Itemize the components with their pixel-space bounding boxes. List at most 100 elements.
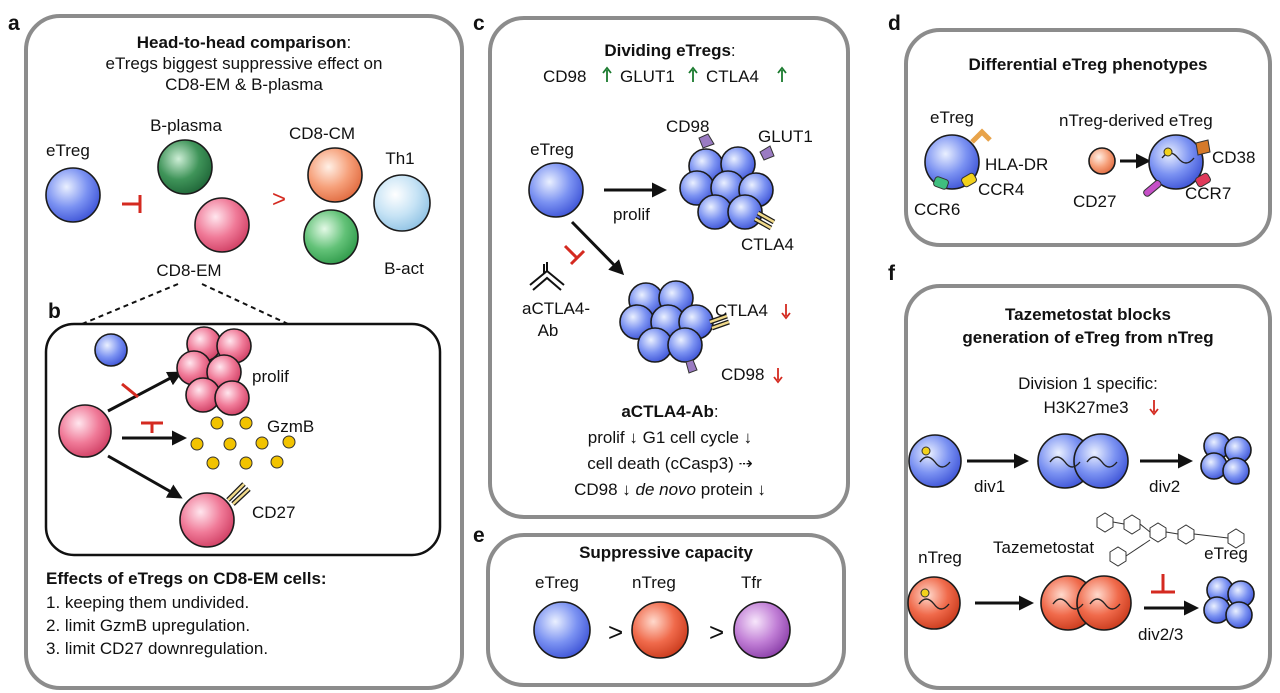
marker-cd98-up: CD98 bbox=[543, 67, 586, 86]
label-prolif-c: prolif bbox=[613, 205, 650, 224]
label-etreg-a: eTreg bbox=[46, 141, 90, 160]
greater-than-a: > bbox=[272, 186, 286, 213]
gt-e-2: > bbox=[709, 617, 724, 647]
etreg-cell-a bbox=[45, 167, 101, 223]
label-tazemetostat: Tazemetostat bbox=[993, 538, 1094, 557]
down-arrows-red bbox=[773, 304, 791, 384]
ccr7-receptor bbox=[1195, 172, 1211, 188]
gt-e-1: > bbox=[608, 617, 623, 647]
cd8-em-cell-b bbox=[58, 404, 112, 458]
label-ntreg-derived: nTreg-derived eTreg bbox=[1059, 111, 1213, 130]
panel-f-title-line1: Tazemetostat blocks bbox=[1005, 305, 1171, 324]
panel-c: c Dividing eTregs: CD98 GLUT1 CTLA4 eTre… bbox=[473, 12, 850, 519]
ctla4-receptor-c bbox=[753, 210, 776, 231]
gzmb-granules bbox=[190, 416, 296, 470]
panel-f: f Tazemetostat blocks generation of eTre… bbox=[888, 262, 1272, 690]
label-etreg-e: eTreg bbox=[535, 573, 579, 592]
panel-c-letter: c bbox=[473, 12, 485, 35]
hla-dr-receptor bbox=[970, 128, 992, 144]
ctla4-receptor-c2 bbox=[709, 313, 730, 331]
ccr4-receptor bbox=[961, 172, 977, 188]
panel-d-title: Differential eTreg phenotypes bbox=[969, 55, 1208, 74]
antibody-icon bbox=[529, 262, 565, 291]
cd98-receptor-c bbox=[698, 133, 715, 149]
label-etreg-d: eTreg bbox=[930, 108, 974, 127]
prolif-cluster-b bbox=[176, 326, 252, 416]
label-div2-3: div2/3 bbox=[1138, 625, 1183, 644]
label-th1: Th1 bbox=[385, 149, 414, 168]
marker-ctla4-up: CTLA4 bbox=[706, 67, 759, 86]
effect-item-1: 1. keeping them undivided. bbox=[46, 593, 249, 612]
label-ctla4-c: CTLA4 bbox=[741, 235, 794, 254]
label-ccr6: CCR6 bbox=[914, 200, 960, 219]
cd27-receptor-d bbox=[1143, 180, 1162, 197]
panel-e: e Suppressive capacity eTreg nTreg Tfr >… bbox=[473, 524, 846, 687]
arrow-to-ab-treated bbox=[570, 220, 625, 276]
down-arrow-h3k27me3 bbox=[1149, 408, 1159, 416]
label-etreg-f: eTreg bbox=[1204, 544, 1248, 563]
label-ccr4: CCR4 bbox=[978, 180, 1024, 199]
panel-a-subtitle-line1: eTregs biggest suppressive effect on bbox=[106, 54, 383, 73]
label-b-plasma: B-plasma bbox=[150, 116, 222, 135]
cd8-em-cell-a bbox=[194, 197, 250, 253]
h3k27me3-label: H3K27me3 bbox=[1043, 398, 1128, 417]
etreg-cell-d bbox=[924, 134, 980, 190]
th1-cell-green bbox=[303, 209, 359, 265]
panel-b-frame bbox=[44, 322, 442, 557]
dividing-cluster-c bbox=[679, 146, 774, 230]
label-prolif-b: prolif bbox=[252, 367, 289, 386]
panel-f-frame bbox=[904, 284, 1272, 690]
cd8-cm-cell bbox=[307, 147, 363, 203]
panel-d-frame bbox=[904, 28, 1272, 247]
label-div2: div2 bbox=[1149, 477, 1180, 496]
etreg-cell-b bbox=[94, 333, 128, 367]
label-b-act: B-act bbox=[384, 259, 424, 278]
panel-c-frame bbox=[488, 16, 850, 519]
tfr-cell-e bbox=[733, 601, 791, 659]
tazemetostat-structure-icon bbox=[1096, 512, 1245, 567]
label-gzmb: GzmB bbox=[267, 417, 314, 436]
label-actla4-ab-line2: Ab bbox=[538, 321, 559, 340]
label-ctla4-down: CTLA4 bbox=[715, 301, 768, 320]
label-ccr7: CCR7 bbox=[1185, 184, 1231, 203]
ntreg-derived-etreg-cell bbox=[1148, 134, 1204, 190]
panel-f-title-line2: generation of eTreg from nTreg bbox=[962, 328, 1213, 347]
ntreg-cell-e bbox=[631, 601, 689, 659]
panel-e-title: Suppressive capacity bbox=[579, 543, 753, 562]
glut1-receptor-c bbox=[759, 145, 775, 161]
panel-f-letter: f bbox=[888, 262, 896, 285]
b-act-cell bbox=[373, 174, 431, 232]
label-hla-dr: HLA-DR bbox=[985, 155, 1048, 174]
ab-treated-cluster-c bbox=[619, 280, 714, 363]
etreg-cell-c bbox=[528, 162, 584, 218]
cd27-cell bbox=[179, 492, 235, 548]
label-ntreg-f: nTreg bbox=[918, 548, 962, 567]
panel-a-letter: a bbox=[8, 12, 20, 35]
label-ntreg-e: nTreg bbox=[632, 573, 676, 592]
panel-a-title: Head-to-head comparison: bbox=[137, 33, 351, 52]
cd27-receptor bbox=[226, 482, 251, 506]
effect-item-3: 3. limit CD27 downregulation. bbox=[46, 639, 268, 658]
ccr6-receptor bbox=[933, 176, 949, 190]
label-cd38: CD38 bbox=[1212, 148, 1255, 167]
label-div1: div1 bbox=[974, 477, 1005, 496]
b-plasma-cell bbox=[157, 139, 213, 195]
label-actla4-ab-line1: aCTLA4- bbox=[522, 299, 590, 318]
panel-c-title: Dividing eTregs: bbox=[604, 41, 735, 60]
div2-cluster-row1 bbox=[1200, 432, 1252, 485]
panel-d-letter: d bbox=[888, 12, 901, 35]
etreg-cluster-row2 bbox=[1203, 576, 1255, 629]
label-glut1-c: GLUT1 bbox=[758, 127, 813, 146]
panel-b: b prolif GzmB bbox=[44, 300, 442, 658]
etreg-cell-e bbox=[533, 601, 591, 659]
actla4-line3: CD98 ↓ de novo protein ↓ bbox=[574, 480, 766, 499]
effects-heading: Effects of eTregs on CD8-EM cells: bbox=[46, 569, 327, 588]
panel-a-subtitle-line2: CD8-EM & B-plasma bbox=[165, 75, 323, 94]
division-note: Division 1 specific: bbox=[1018, 374, 1158, 393]
label-tfr-e: Tfr bbox=[741, 573, 762, 592]
label-cd27-d: CD27 bbox=[1073, 192, 1116, 211]
cd98-receptor-c2 bbox=[685, 359, 698, 374]
actla4-line2: cell death (cCasp3) ⇢ bbox=[587, 454, 752, 473]
